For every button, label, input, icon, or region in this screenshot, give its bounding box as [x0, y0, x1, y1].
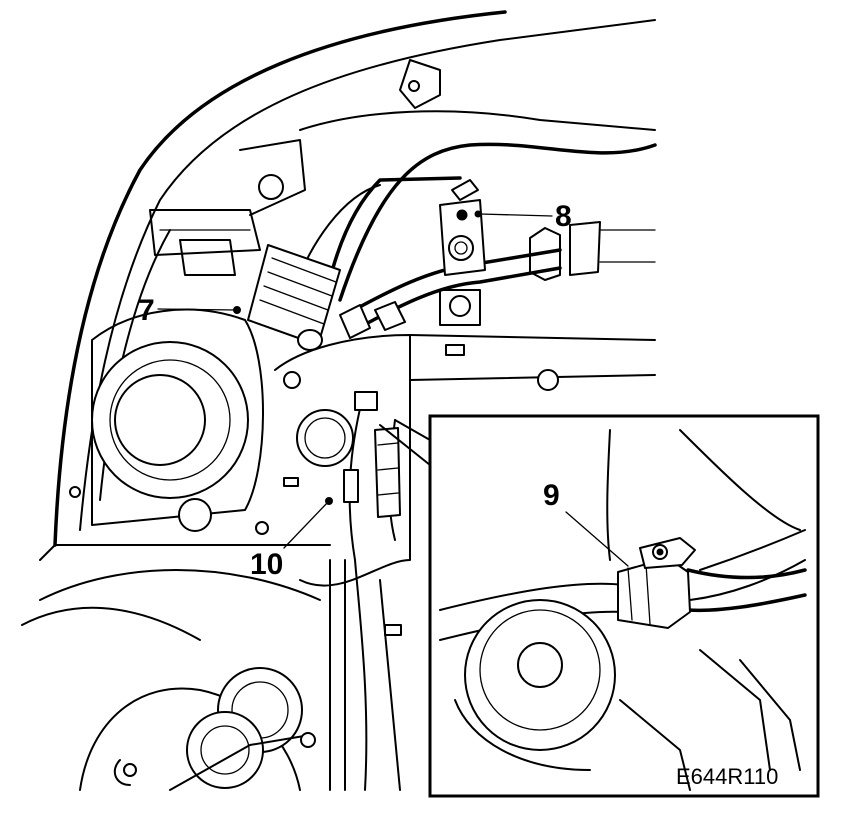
callout-10: 10	[250, 548, 283, 581]
clamp-detail	[617, 537, 807, 629]
bracket	[439, 179, 486, 326]
air-intake-hose	[247, 142, 657, 351]
callout-7: 7	[138, 294, 155, 327]
lower-suspension	[79, 667, 316, 791]
callout-leaders	[157, 210, 629, 567]
wiring-harness	[329, 391, 401, 791]
callout-8: 8	[555, 200, 572, 233]
headlight-housing	[69, 308, 269, 535]
inner-wing-panel	[274, 334, 656, 636]
reference-code: E644R110	[676, 764, 778, 789]
coolant-pipes	[339, 221, 656, 339]
callout-9: 9	[543, 479, 560, 512]
